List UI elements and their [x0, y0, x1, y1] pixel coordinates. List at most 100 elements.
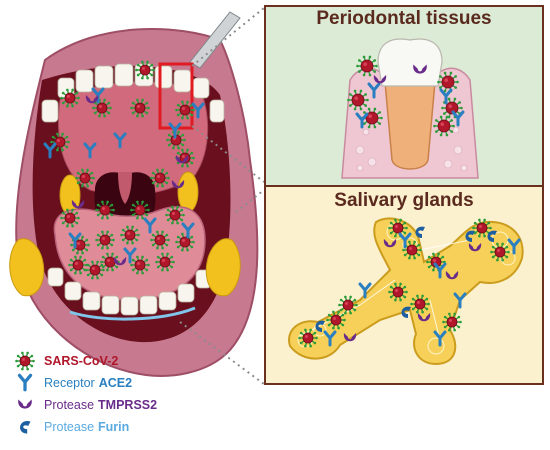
saliva [69, 306, 196, 321]
tmprss2-protease-icon [343, 333, 357, 342]
virus-icon [490, 242, 510, 262]
virus-icon [433, 115, 455, 137]
lower-teeth [47, 267, 212, 316]
ace2-receptor-icon [453, 292, 467, 309]
upper-teeth [41, 63, 225, 123]
virus-icon [410, 294, 430, 314]
furin-protease-icon [20, 421, 31, 434]
ace2-receptor-icon [181, 222, 195, 239]
tmprss2-protease-icon [175, 155, 189, 164]
virus-icon [60, 88, 80, 108]
furin-protease-icon [14, 417, 36, 437]
furin-protease-icon [465, 230, 475, 242]
virus-icon [388, 282, 408, 302]
tooth-crown [377, 38, 443, 87]
legend-term: ACE2 [98, 376, 133, 390]
virus-icon [60, 208, 80, 228]
right-cheek-gland [205, 238, 241, 297]
dental-instrument [189, 11, 241, 69]
virus-icon [155, 252, 175, 272]
uvula [118, 172, 132, 204]
ace2-receptor-icon [113, 132, 127, 149]
salivary-markers [298, 218, 521, 348]
ace2-receptor-icon [17, 373, 33, 392]
virus-icon [50, 132, 70, 152]
legend-prefix: Protease [44, 420, 95, 434]
salivary-panel [264, 185, 544, 385]
ace2-receptor-icon [14, 373, 36, 393]
furin-protease-icon [315, 320, 325, 332]
ace2-receptor-icon [358, 282, 372, 299]
virus-icon [135, 60, 155, 80]
virus-icon [326, 310, 346, 330]
virus-icon [150, 230, 170, 250]
virus-icon [441, 97, 463, 119]
ace2-receptor-icon [398, 232, 412, 249]
ace2-receptor-icon [323, 330, 337, 347]
tmprss2-protease-icon [417, 313, 431, 322]
virus-icon [361, 107, 383, 129]
legend-term: TMPRSS2 [98, 398, 158, 412]
virus-icon [175, 232, 195, 252]
ace2-receptor-icon [433, 262, 447, 279]
legend-prefix: Receptor [44, 376, 95, 390]
virus-icon [95, 230, 115, 250]
tmprss2-protease-icon [383, 239, 397, 248]
tmprss2-protease-icon [85, 95, 99, 104]
ace2-receptor-icon [439, 88, 453, 105]
ace2-receptor-icon [355, 112, 369, 129]
virus-icon [68, 255, 88, 275]
mouth-markers [43, 60, 205, 280]
virus-icon [472, 218, 492, 238]
virus-icon [130, 255, 150, 275]
ace2-receptor-icon [507, 238, 521, 255]
virus-icon [150, 168, 170, 188]
virus-icon [437, 71, 459, 93]
ace2-receptor-icon [83, 142, 97, 159]
virus-icon [130, 200, 150, 220]
tmprss2-protease-icon [14, 395, 36, 415]
tmprss2-protease-icon [445, 271, 459, 280]
legend-term: SARS-CoV-2 [44, 354, 119, 368]
ace2-receptor-icon [143, 217, 157, 234]
furin-protease-icon [487, 230, 497, 242]
furin-protease-icon [401, 306, 411, 318]
tmprss2-protease-icon [71, 200, 85, 209]
ace2-receptor-icon [191, 102, 205, 119]
virus-icon [175, 100, 195, 120]
virus-icon [14, 351, 36, 371]
salivary-title: Salivary glands [334, 190, 474, 211]
virus-icon [442, 312, 462, 332]
legend-item-sars-cov-2: SARS-CoV-2 [14, 350, 244, 372]
ace2-receptor-icon [123, 247, 137, 264]
tmprss2-protease-icon [468, 243, 482, 252]
legend-term: Furin [98, 420, 130, 434]
tmprss2-protease-icon [18, 399, 32, 409]
virus-icon [388, 218, 408, 238]
ace2-receptor-icon [367, 82, 381, 99]
periodontal-markers [347, 55, 465, 137]
virus-icon [356, 55, 378, 77]
ace2-receptor-icon [68, 232, 82, 249]
virus-icon [15, 351, 35, 371]
tmprss2-protease-icon [373, 75, 387, 84]
ace2-receptor-icon [168, 122, 182, 139]
open-mouth [9, 11, 259, 377]
ace2-receptor-icon [433, 330, 447, 347]
virus-icon [75, 168, 95, 188]
virus-icon [130, 98, 150, 118]
legend-prefix: Protease [44, 398, 95, 412]
periodontal-title: Periodontal tissues [316, 8, 492, 29]
periodontal-panel [264, 5, 544, 187]
ace2-receptor-icon [451, 110, 465, 127]
virus-icon [402, 240, 422, 260]
virus-icon [298, 328, 318, 348]
left-cheek-gland [9, 238, 45, 297]
virus-icon [85, 260, 105, 280]
tmprss2-protease-icon [413, 64, 427, 74]
